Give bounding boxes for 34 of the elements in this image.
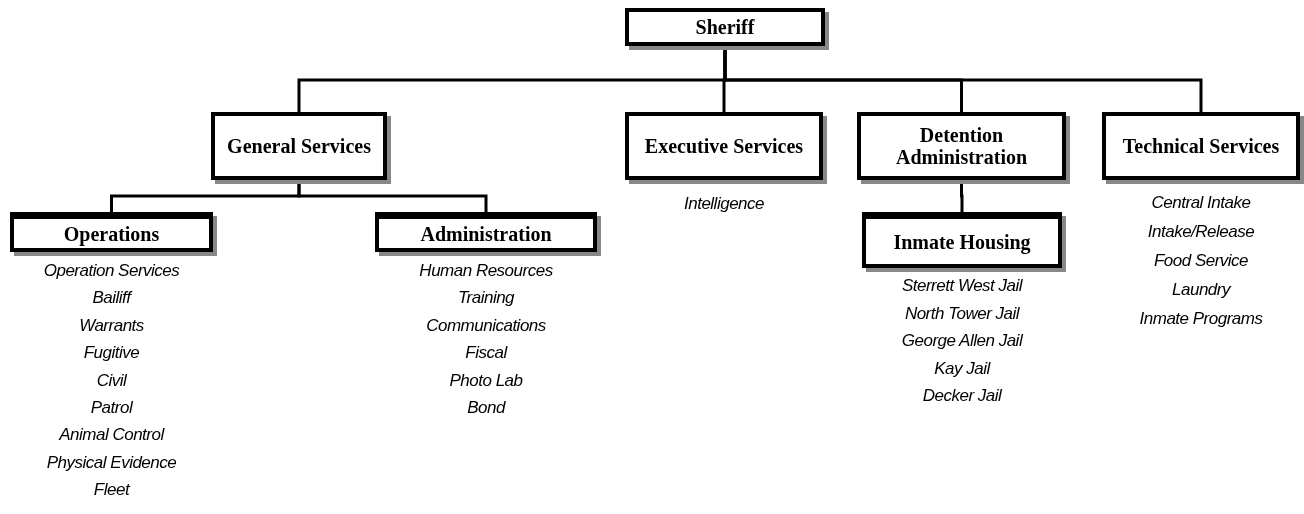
- section-name: Decker Jail: [922, 385, 1002, 408]
- unit-title: Technical Services: [1122, 135, 1280, 157]
- unit-title: Inmate Housing: [893, 230, 1031, 253]
- section-name: Laundry: [1172, 279, 1230, 301]
- section-name: Fleet: [93, 479, 130, 502]
- section-name: Bailiff: [92, 287, 131, 310]
- unit-title: Detention Administration: [894, 124, 1029, 168]
- section-name: Physical Evidence: [46, 451, 177, 474]
- section-name: George Allen Jail: [901, 330, 1023, 353]
- section-name: Human Resources: [419, 260, 553, 282]
- section-name: Intake/Release: [1147, 221, 1255, 243]
- section-name: Warrants: [79, 314, 144, 337]
- section-name: Civil: [96, 369, 127, 392]
- section-name: Fugitive: [83, 342, 140, 365]
- section-name: Patrol: [90, 397, 133, 420]
- unit-title: Sheriff: [695, 16, 755, 38]
- unit-title: Executive Services: [644, 135, 804, 157]
- section-name: Photo Lab: [449, 369, 523, 392]
- unit-title: Administration: [420, 222, 552, 245]
- section-name: Kay Jail: [934, 357, 990, 380]
- section-name: Fiscal: [465, 342, 507, 365]
- section-name: Bond: [467, 397, 505, 420]
- section-name: Training: [457, 287, 515, 310]
- section-name: Operation Services: [43, 260, 180, 282]
- unit-title: Operations: [63, 222, 160, 245]
- unit-title: General Services: [227, 135, 371, 157]
- section-name: Animal Control: [59, 424, 164, 447]
- section-name: Communications: [426, 314, 546, 337]
- section-name: Inmate Programs: [1139, 308, 1263, 330]
- section-name: Central Intake: [1151, 192, 1251, 214]
- section-name: Food Service: [1153, 250, 1249, 272]
- section-name: North Tower Jail: [904, 302, 1020, 325]
- section-name: Intelligence: [684, 193, 764, 215]
- section-name: Sterrett West Jail: [901, 275, 1023, 297]
